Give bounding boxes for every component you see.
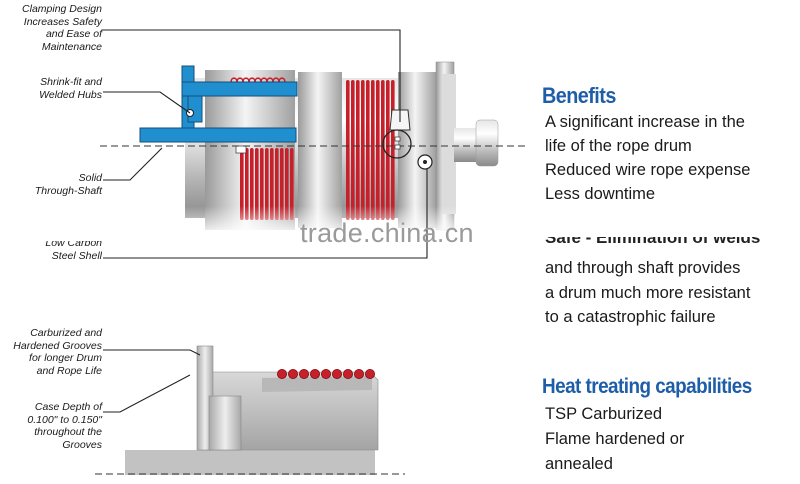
bottom-callout-leaders: [103, 349, 201, 413]
groove-section: [125, 345, 379, 475]
groove-bead: [276, 368, 287, 379]
rope-coil: [351, 80, 355, 220]
heat-treating-line: TSP Carburized: [545, 405, 663, 423]
benefits-line: Reduced wire rope expense: [545, 161, 751, 179]
callout-steel-shell: Low Carbon Steel Shell: [45, 241, 102, 262]
rope-coil: [250, 148, 254, 220]
rope-coil: [260, 148, 264, 220]
shaft-end: [454, 119, 499, 167]
benefits-line: life of the rope drum: [545, 137, 692, 155]
safety-line: a drum much more resistant: [545, 284, 751, 302]
callout-shrink-fit-hubs: Shrink-fit and Welded Hubs: [39, 76, 102, 101]
watermark: trade.china.cn: [300, 218, 474, 248]
callout-clamping-design: Clamping Design Increases Safety and Eas…: [22, 3, 102, 53]
rope-coil: [346, 80, 350, 220]
callout-case-depth: Case Depth of 0.100" to 0.150" throughou…: [27, 401, 102, 451]
benefits-line: Less downtime: [545, 185, 656, 203]
groove-bead: [364, 368, 375, 379]
rope-coil: [361, 80, 365, 220]
groove-bead: [342, 368, 353, 379]
groove-bead: [331, 368, 342, 379]
heat-treating-heading: Heat treating capabilities: [542, 375, 752, 398]
rope-coil: [371, 80, 375, 220]
rope-coil: [240, 148, 244, 220]
rope-coil: [356, 80, 360, 220]
safety-line: and through shaft provides: [545, 259, 741, 277]
callout-solid-through-shaft: Solid Through-Shaft: [34, 172, 102, 197]
safety-heading-cut: Safe - Elimination of welds: [545, 237, 761, 247]
rope-coil: [255, 148, 259, 220]
rope-coil: [245, 148, 249, 220]
callout-leaders: [102, 29, 428, 259]
groove-bead: [353, 368, 364, 379]
hub-cutaway: [139, 65, 298, 154]
rope-coil: [366, 80, 370, 220]
rope-coil: [386, 80, 390, 220]
rope-coil: [290, 148, 294, 220]
groove-bead: [309, 368, 320, 379]
benefits-heading: Benefits: [542, 83, 616, 108]
rope-coil: [275, 148, 279, 220]
rope-winding-right: [346, 80, 395, 220]
rope-coil: [381, 80, 385, 220]
rope-coil: [265, 148, 269, 220]
groove-bead: [287, 368, 298, 379]
groove-bead: [320, 368, 331, 379]
safety-line: to a catastrophic failure: [545, 308, 716, 326]
heat-treating-line: Flame hardened or: [545, 430, 685, 448]
rope-coil: [376, 80, 380, 220]
rope-coil: [270, 148, 274, 220]
benefits-line: A significant increase in the: [545, 113, 745, 131]
heat-treating-line: annealed: [545, 455, 613, 473]
rope-winding-left: [240, 148, 294, 220]
rope-coil: [280, 148, 284, 220]
groove-bead: [298, 368, 309, 379]
callout-hardened-grooves: Carburized and Hardened Grooves for long…: [13, 327, 102, 377]
rope-drum-cutaway-diagram: [100, 29, 525, 259]
rope-coil: [285, 148, 289, 220]
hardened-groove-beads: [276, 368, 375, 379]
